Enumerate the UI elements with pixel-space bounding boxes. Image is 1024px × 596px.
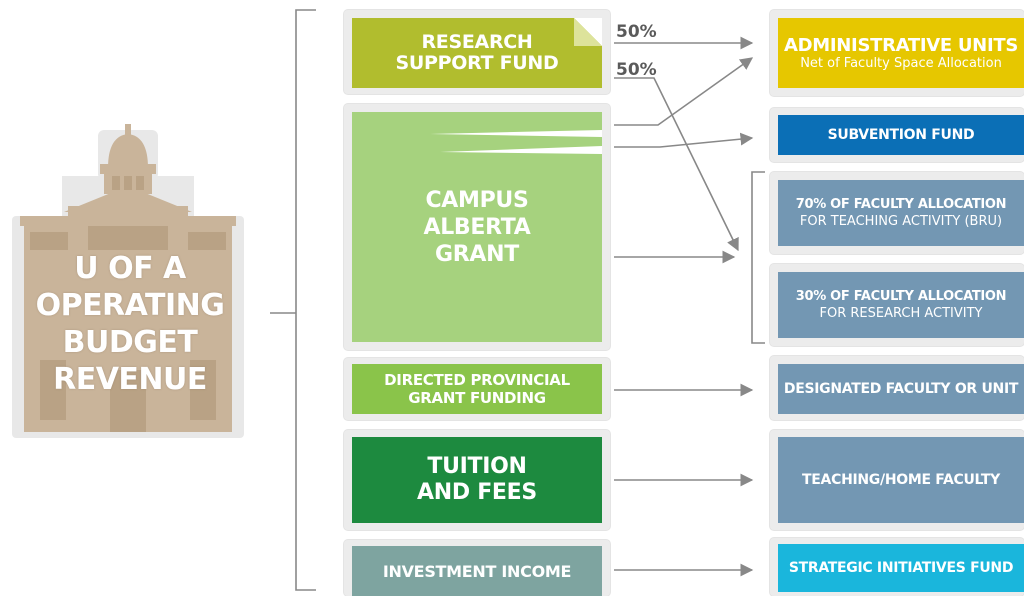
- box-title: DESIGNATED FACULTY OR UNIT: [783, 381, 1019, 397]
- sources-bracket: [295, 9, 316, 591]
- title-line: BUDGET: [62, 325, 198, 360]
- box-title: 30% OF FACULTY ALLOCATION: [795, 289, 1007, 304]
- diagram-title: U OF A OPERATING BUDGET REVENUE: [20, 250, 240, 398]
- box-label: SUPPORT FUND: [395, 52, 559, 74]
- box-subtitle: Net of Faculty Space Allocation: [800, 56, 1002, 71]
- box-label: DIRECTED PROVINCIAL: [384, 371, 570, 389]
- split-label: 50%: [616, 22, 657, 42]
- research-support-fund-box: RESEARCH SUPPORT FUND: [352, 18, 602, 88]
- box-label: GRANT FUNDING: [408, 389, 546, 407]
- arrow-research-faculty: [614, 77, 739, 252]
- teaching-allocation-box: 70% OF FACULTY ALLOCATION FOR TEACHING A…: [778, 180, 1024, 246]
- research-allocation-box: 30% OF FACULTY ALLOCATION FOR RESEARCH A…: [778, 272, 1024, 338]
- box-label: GRANT: [435, 241, 519, 267]
- arrow-campus-subvention: [614, 132, 754, 148]
- box-label: ALBERTA: [423, 214, 531, 240]
- faculty-bracket: [751, 171, 765, 344]
- administrative-units-box: ADMINISTRATIVE UNITS Net of Faculty Spac…: [778, 18, 1024, 88]
- split-label: 50%: [616, 60, 657, 80]
- arrow-campus-admin: [614, 57, 754, 126]
- directed-provincial-grant-box: DIRECTED PROVINCIAL GRANT FUNDING: [352, 364, 602, 414]
- box-subtitle: FOR RESEARCH ACTIVITY: [819, 306, 983, 321]
- designated-faculty-box: DESIGNATED FACULTY OR UNIT: [778, 364, 1024, 414]
- box-label: CAMPUS: [425, 187, 529, 213]
- building-illustration: [12, 124, 244, 438]
- title-line: OPERATING: [35, 288, 225, 323]
- building-details: [30, 176, 226, 432]
- box-title: ADMINISTRATIVE UNITS: [784, 35, 1018, 56]
- strategic-initiatives-box: STRATEGIC INITIATIVES FUND: [778, 544, 1024, 592]
- box-label: AND FEES: [417, 480, 537, 505]
- investment-income-box: INVESTMENT INCOME: [352, 546, 602, 596]
- box-title: STRATEGIC INITIATIVES FUND: [788, 560, 1014, 576]
- title-line: U OF A: [74, 251, 186, 286]
- box-title: 70% OF FACULTY ALLOCATION: [795, 197, 1007, 212]
- teaching-home-faculty-box: TEACHING/HOME FACULTY: [778, 437, 1024, 523]
- box-label: INVESTMENT INCOME: [382, 561, 572, 581]
- subvention-fund-box: SUBVENTION FUND: [778, 115, 1024, 155]
- box-title: SUBVENTION FUND: [827, 127, 975, 143]
- box-label: RESEARCH: [421, 31, 533, 53]
- box-label: TUITION: [427, 454, 527, 479]
- tuition-and-fees-box: TUITION AND FEES: [352, 437, 602, 523]
- title-line: REVENUE: [53, 362, 207, 397]
- box-subtitle: FOR TEACHING ACTIVITY (BRU): [799, 214, 1003, 229]
- box-title: TEACHING/HOME FACULTY: [802, 472, 1000, 488]
